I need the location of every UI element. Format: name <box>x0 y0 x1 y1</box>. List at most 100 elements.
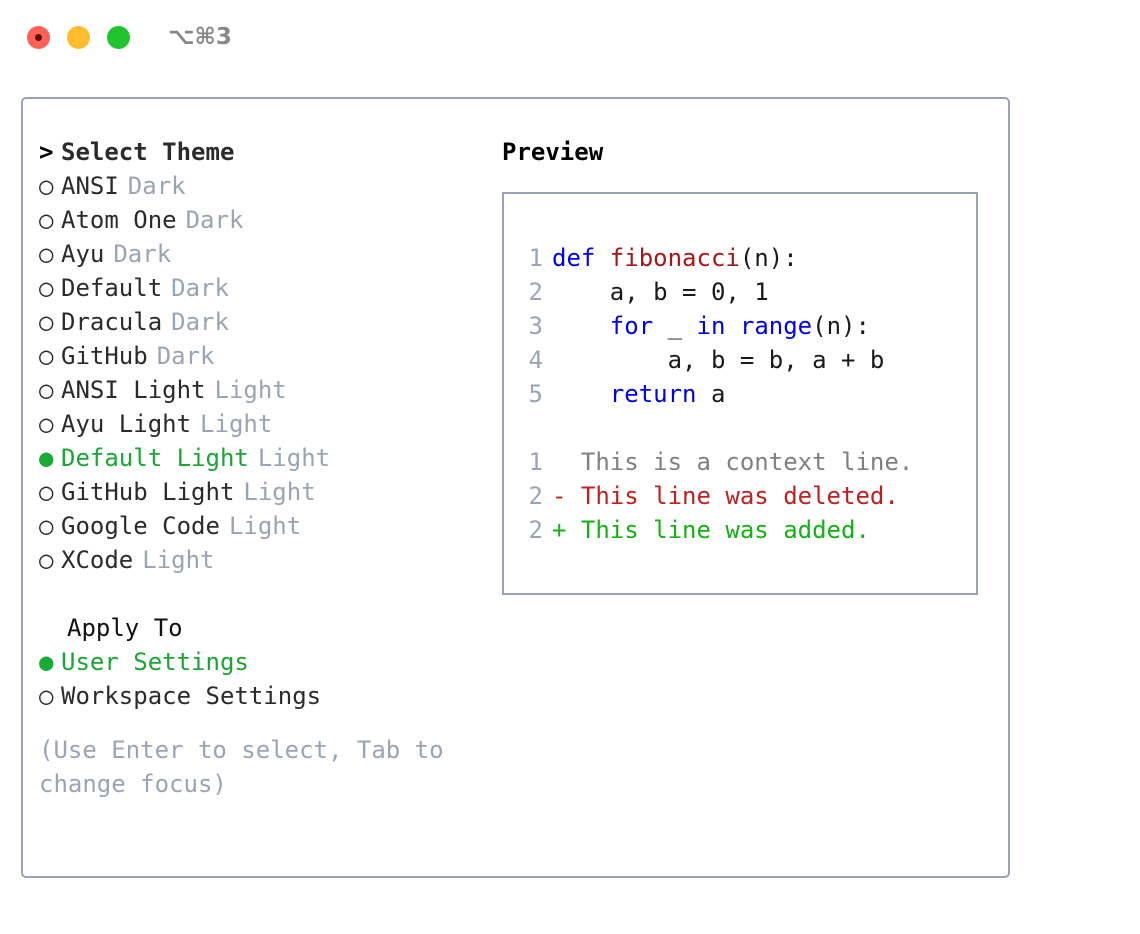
theme-option-variant: Dark <box>185 206 244 234</box>
radio-unselected-icon: ○ <box>39 410 54 438</box>
maximize-button-icon[interactable] <box>107 26 130 49</box>
line-number: 2 <box>528 278 543 306</box>
theme-option-label: Atom One <box>61 206 177 234</box>
theme-option-xcode[interactable]: ○XCode Light <box>39 543 479 577</box>
theme-option-variant: Light <box>214 376 287 404</box>
line-number: 1 <box>528 448 543 476</box>
diff-marker: - <box>552 482 581 510</box>
line-number: 5 <box>528 380 543 408</box>
select-theme-heading-label: Select Theme <box>61 138 235 166</box>
theme-option-label: Default Light <box>61 444 249 472</box>
theme-option-ayu-light[interactable]: ○Ayu Light Light <box>39 407 479 441</box>
theme-option-variant: Dark <box>127 172 186 200</box>
select-theme-heading: >Select Theme <box>39 135 479 169</box>
theme-option-ayu[interactable]: ○Ayu Dark <box>39 237 479 271</box>
apply-to-heading: Apply To <box>67 614 183 642</box>
theme-option-atom-one[interactable]: ○Atom One Dark <box>39 203 479 237</box>
window-title: ⌥⌘3 <box>168 24 232 50</box>
radio-unselected-icon: ○ <box>39 342 54 370</box>
theme-option-variant: Dark <box>113 240 172 268</box>
theme-option-variant: Light <box>200 410 273 438</box>
code-token <box>552 312 610 340</box>
line-number: 4 <box>528 346 543 374</box>
code-line: 4 a, b = b, a + b <box>523 343 913 377</box>
code-token: _ <box>653 312 697 340</box>
diff-marker <box>552 448 581 476</box>
code-token <box>725 312 739 340</box>
minimize-button-icon[interactable] <box>67 26 90 49</box>
apply-to-option-user-settings[interactable]: ●User Settings <box>39 645 479 679</box>
code-token: (n): <box>812 312 870 340</box>
diff-text: This is a context line. <box>580 448 914 476</box>
apply-to-option-workspace-settings[interactable]: ○Workspace Settings <box>39 679 479 713</box>
line-number: 2 <box>528 482 543 510</box>
code-gap <box>523 411 913 445</box>
title-bar: ⌥⌘3 <box>0 0 1140 78</box>
radio-unselected-icon: ○ <box>39 512 54 540</box>
theme-option-default-light[interactable]: ●Default Light Light <box>39 441 479 475</box>
theme-option-label: Default <box>61 274 163 302</box>
radio-unselected-icon: ○ <box>39 240 54 268</box>
radio-unselected-icon: ○ <box>39 308 54 336</box>
diff-line: 2+ This line was added. <box>523 513 913 547</box>
preview-title: Preview <box>502 138 604 166</box>
code-line: 5 return a <box>523 377 913 411</box>
diff-line: 1 This is a context line. <box>523 445 914 479</box>
diff-line: 2- This line was deleted. <box>523 479 913 513</box>
radio-selected-icon: ● <box>39 444 54 472</box>
window-controls <box>27 26 130 49</box>
theme-option-google-code[interactable]: ○Google Code Light <box>39 509 479 543</box>
radio-unselected-icon: ○ <box>39 546 54 574</box>
theme-option-github-light[interactable]: ○GitHub Light Light <box>39 475 479 509</box>
diff-text: This line was added. <box>580 516 870 544</box>
apply-to-list: ●User Settings○Workspace Settings <box>39 645 479 713</box>
theme-option-label: Dracula <box>61 308 163 336</box>
theme-option-variant: Light <box>228 512 302 540</box>
theme-option-label: Google Code <box>61 512 220 540</box>
radio-unselected-icon: ○ <box>39 274 54 302</box>
theme-option-label: XCode <box>61 546 134 574</box>
radio-unselected-icon: ○ <box>39 478 54 506</box>
code-token <box>552 380 610 408</box>
radio-unselected-icon: ○ <box>39 206 54 234</box>
list-spacer <box>39 577 479 611</box>
code-token: def <box>552 244 610 272</box>
radio-unselected-icon: ○ <box>39 172 54 200</box>
line-number: 2 <box>528 516 543 544</box>
code-token: a <box>696 380 726 408</box>
apply-to-option-label: User Settings <box>61 648 249 676</box>
theme-option-variant: Dark <box>156 342 215 370</box>
line-number: 1 <box>528 244 543 272</box>
theme-option-label: Ayu Light <box>61 410 192 438</box>
theme-option-variant: Light <box>142 546 215 574</box>
close-button-icon[interactable] <box>27 26 50 49</box>
diff-text: This line was deleted. <box>580 482 899 510</box>
code-token: range <box>739 312 813 340</box>
theme-option-label: GitHub <box>61 342 148 370</box>
keyboard-hint: (Use Enter to select, Tab to change focu… <box>39 736 444 798</box>
theme-option-label: Ayu <box>61 240 105 268</box>
code-token: for <box>609 312 654 340</box>
code-token: a, b = 0, 1 <box>552 278 769 306</box>
code-token: a, b = b, a + b <box>552 346 885 374</box>
theme-option-label: GitHub Light <box>61 478 235 506</box>
theme-option-variant: Light <box>243 478 316 506</box>
code-line: 3 for _ in range(n): <box>523 309 913 343</box>
code-line: 2 a, b = 0, 1 <box>523 275 913 309</box>
theme-option-github[interactable]: ○GitHub Dark <box>39 339 479 373</box>
prompt-marker-icon: > <box>39 138 54 166</box>
theme-option-variant: Light <box>257 444 331 472</box>
apply-to-option-label: Workspace Settings <box>61 682 322 710</box>
